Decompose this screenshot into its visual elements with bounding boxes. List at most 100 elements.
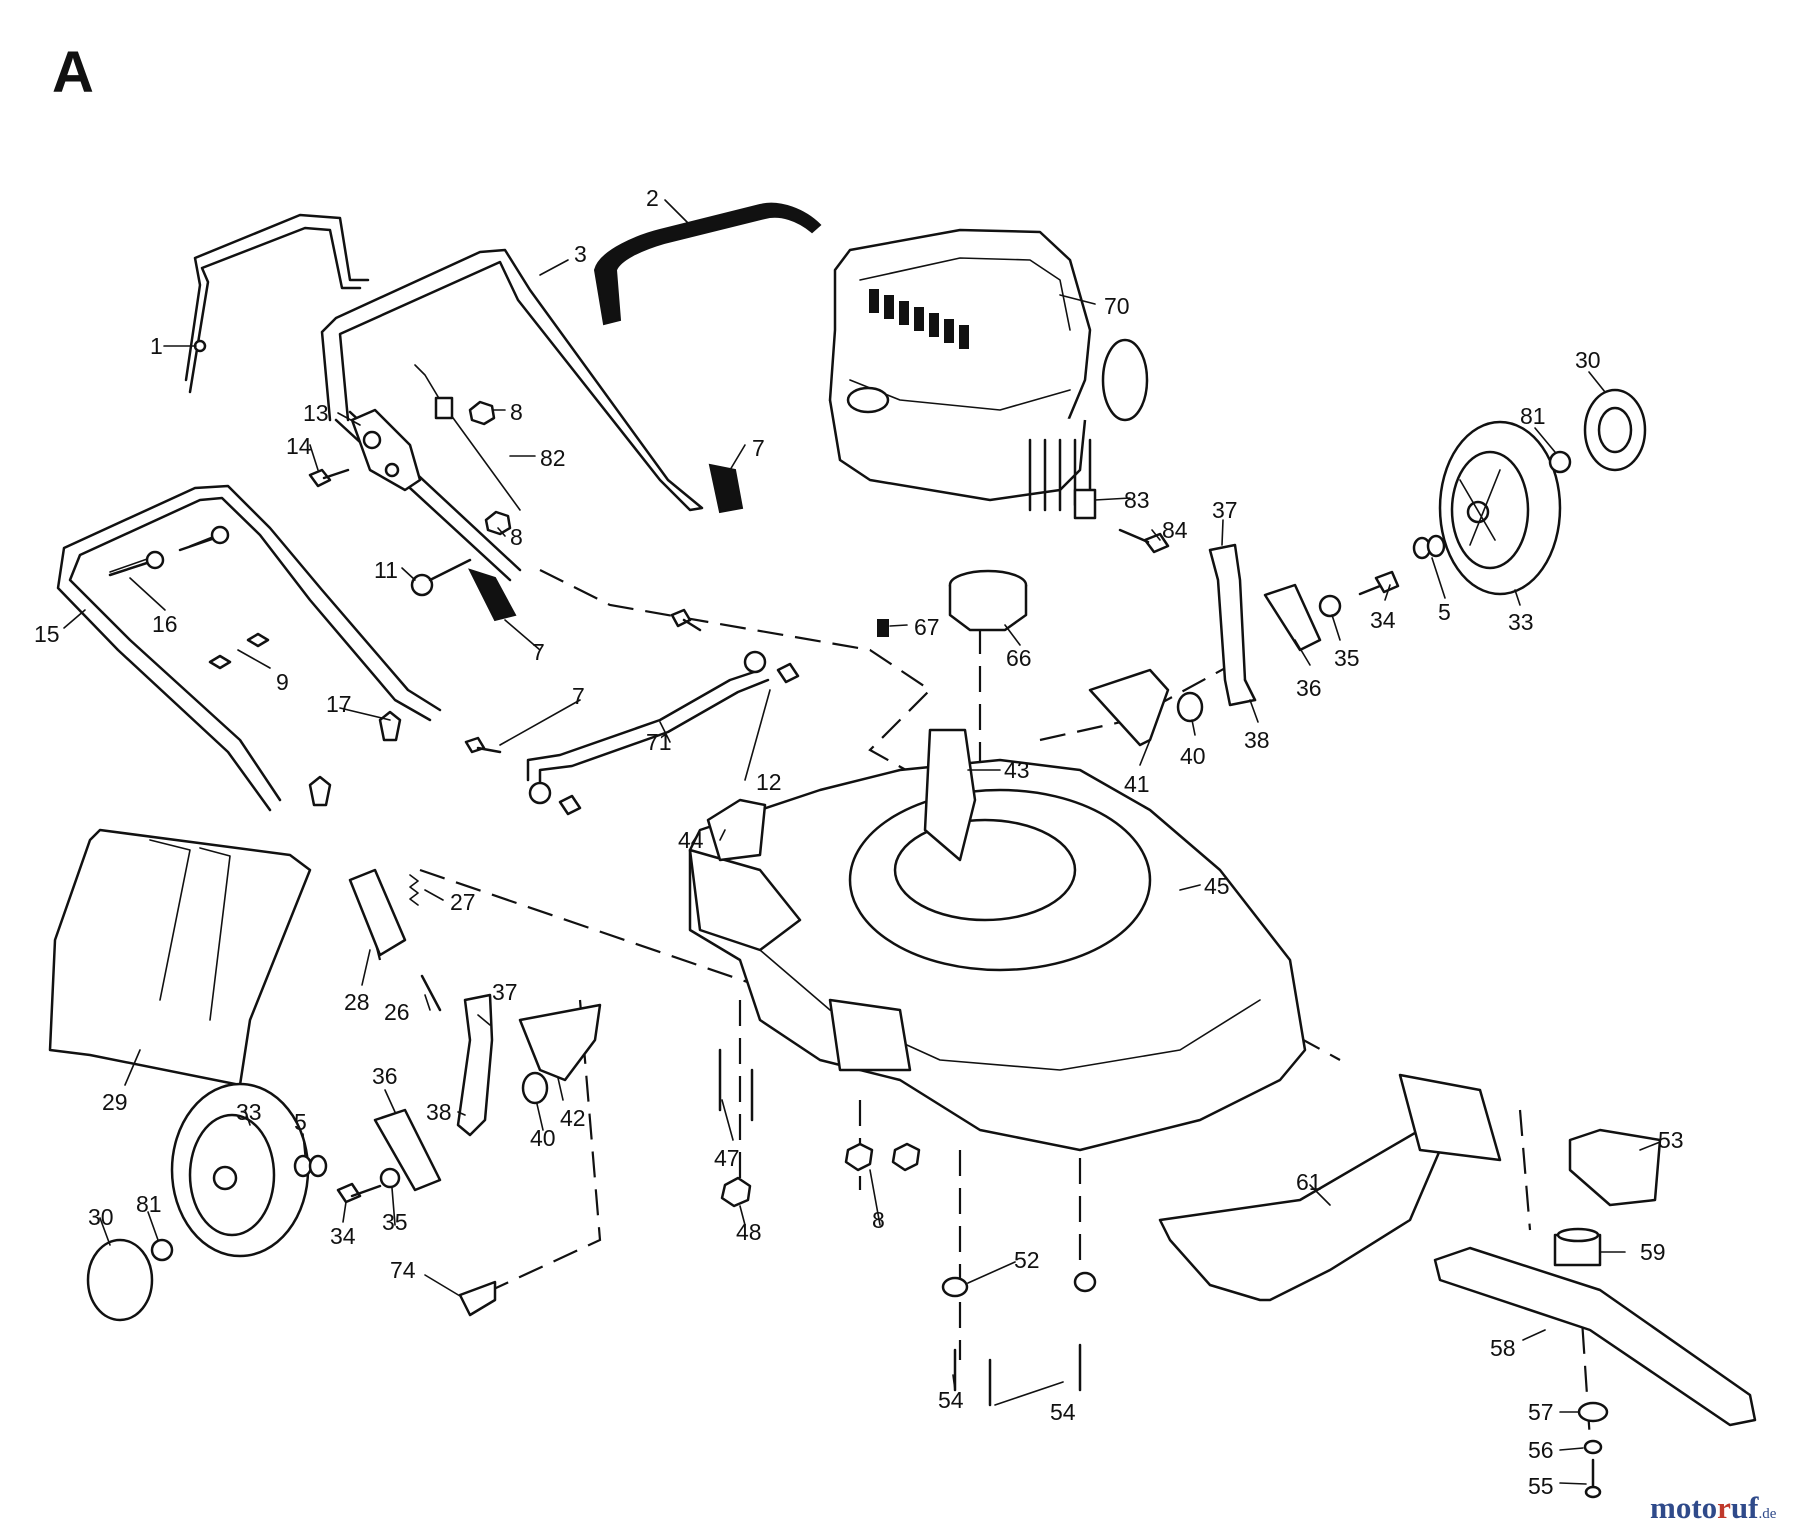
- blade-bolt-part-55: [1584, 1458, 1602, 1499]
- cable-part-82: [414, 364, 521, 511]
- callout-13: 13: [303, 400, 329, 426]
- callout-33-b: 33: [236, 1099, 262, 1125]
- screw-part-84: [1118, 528, 1170, 554]
- callout-81-b: 81: [136, 1191, 162, 1217]
- bracket-part-13: [350, 408, 422, 492]
- height-lever-part-37-left: [456, 993, 494, 1137]
- lever-part-38-right: [1243, 678, 1257, 702]
- callout-5-b: 5: [294, 1109, 307, 1135]
- lockwasher-part-56: [1583, 1439, 1603, 1455]
- callout-17: 17: [326, 691, 352, 717]
- washer-part-35-right: [1318, 594, 1342, 618]
- nut-part-48: [720, 1176, 752, 1208]
- callout-36-b: 36: [372, 1063, 398, 1089]
- spring-part-27: [409, 874, 419, 906]
- callout-34: 34: [1370, 607, 1396, 633]
- callout-43: 43: [1004, 757, 1030, 783]
- callout-58: 58: [1490, 1335, 1516, 1361]
- callout-30: 30: [1575, 347, 1601, 373]
- clips-part-52: [941, 1271, 1097, 1298]
- hubcap-part-30-right: [1583, 388, 1647, 472]
- callout-53: 53: [1658, 1127, 1684, 1153]
- callout-40: 40: [1180, 743, 1206, 769]
- callout-35: 35: [1334, 645, 1360, 671]
- bolts-part-47: [718, 1048, 754, 1122]
- nuts-part-8: [468, 400, 512, 536]
- blade-holder-part-53: [1568, 1128, 1662, 1207]
- hubcap-part-30-left: [86, 1238, 154, 1322]
- callout-40-b: 40: [530, 1125, 556, 1151]
- callout-14: 14: [286, 433, 312, 459]
- nut-part-81-right: [1548, 450, 1572, 474]
- knob-bolts-part-16: [108, 525, 230, 577]
- brand-part-3: uf: [1731, 1490, 1759, 1525]
- key-part-67: [877, 619, 889, 637]
- brand-watermark[interactable]: motoruf.de: [1650, 1490, 1777, 1525]
- callout-29: 29: [102, 1089, 128, 1115]
- bolt-part-34-left: [336, 1182, 382, 1204]
- deflector-bracket-part-44: [706, 798, 767, 862]
- leader-lines: [63, 199, 1661, 1485]
- callout-37: 37: [1212, 497, 1238, 523]
- callout-1: 1: [150, 333, 163, 359]
- handle-grip-part-2: [593, 202, 822, 326]
- pin-part-26: [420, 974, 442, 1012]
- callout-52: 52: [1014, 1247, 1040, 1273]
- bolts-part-7-rod: [464, 608, 702, 754]
- engine-part-70: [828, 228, 1149, 512]
- lower-handle-part-15: [56, 484, 442, 812]
- callout-11: 11: [374, 557, 398, 583]
- engine-vent-slots: [869, 289, 969, 349]
- callout-8-c: 8: [872, 1207, 885, 1233]
- callout-38: 38: [1244, 727, 1270, 753]
- washers-part-5-right: [1412, 534, 1446, 560]
- washer-part-35-left: [379, 1167, 401, 1189]
- callout-55: 55: [1528, 1473, 1554, 1499]
- nuts-part-8-bottom: [844, 1142, 921, 1172]
- callout-48: 48: [736, 1219, 762, 1245]
- callout-30-b: 30: [88, 1204, 114, 1230]
- nut-part-81-left: [150, 1238, 174, 1262]
- callout-8: 8: [510, 399, 523, 425]
- callout-82: 82: [540, 445, 566, 471]
- callout-8-b: 8: [510, 524, 523, 550]
- callout-84: 84: [1162, 517, 1188, 543]
- eyebolt-part-11: [410, 558, 472, 597]
- panel-letter: A: [52, 40, 94, 105]
- spacer-part-40-right: [1176, 691, 1204, 723]
- callout-56: 56: [1528, 1437, 1554, 1463]
- height-lever-part-37-right: [1208, 543, 1257, 707]
- callout-47: 47: [714, 1145, 740, 1171]
- callout-45: 45: [1204, 873, 1230, 899]
- bolt-part-34-right: [1358, 570, 1400, 596]
- callout-27: 27: [450, 889, 476, 915]
- baffle-part-61: [1158, 1073, 1502, 1302]
- wheel-part-33-right: [1438, 420, 1562, 596]
- callout-26: 26: [384, 999, 410, 1025]
- callout-61: 61: [1296, 1169, 1322, 1195]
- callout-35-b: 35: [382, 1209, 408, 1235]
- callout-12: 12: [756, 769, 782, 795]
- brand-part-1: moto: [1650, 1490, 1717, 1525]
- callout-59: 59: [1640, 1239, 1666, 1265]
- callout-7: 7: [752, 435, 765, 461]
- callout-9: 9: [276, 669, 289, 695]
- callout-7-b: 7: [532, 639, 545, 665]
- callout-66: 66: [1006, 645, 1032, 671]
- height-plate-part-42: [518, 1003, 602, 1082]
- grass-catcher-part-29: [48, 828, 312, 1087]
- handle-clamp-part-7: [468, 463, 744, 622]
- callout-71: 71: [646, 729, 672, 755]
- catcher-bracket-part-28: [348, 868, 407, 957]
- callout-54-b: 54: [1050, 1399, 1076, 1425]
- callout-36: 36: [1296, 675, 1322, 701]
- bolt-part-14: [308, 468, 350, 488]
- callout-28: 28: [344, 989, 370, 1015]
- blade-part-58: [1433, 1246, 1757, 1427]
- clips-part-17: [308, 710, 402, 807]
- callout-5: 5: [1438, 599, 1451, 625]
- callout-70: 70: [1104, 293, 1130, 319]
- callout-42: 42: [560, 1105, 586, 1131]
- callout-15: 15: [34, 621, 60, 647]
